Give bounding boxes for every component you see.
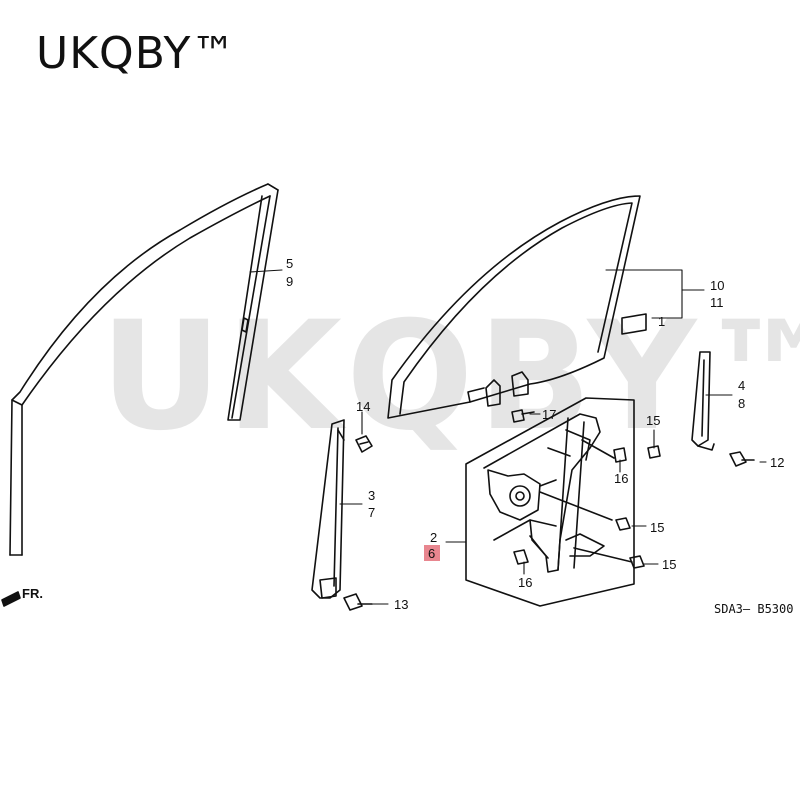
front-marker-text: FR.	[22, 586, 43, 601]
door-sash-channel	[9, 183, 279, 556]
bolt-15b	[615, 517, 631, 531]
bolt-16a	[613, 447, 627, 463]
callout-14: 14	[356, 399, 370, 414]
callout-3: 3	[368, 488, 375, 503]
brand-logo-text: UKQBY™	[36, 28, 237, 79]
callout-16-bottom: 16	[518, 575, 532, 590]
callout-16-top: 16	[614, 471, 628, 486]
callout-7: 7	[368, 505, 375, 520]
bolt-12	[729, 451, 755, 467]
callout-5: 5	[286, 256, 293, 271]
door-glass	[387, 195, 647, 419]
callout-13: 13	[394, 597, 408, 612]
center-channel	[311, 419, 345, 599]
callout-17: 17	[542, 407, 556, 422]
callout-2: 2	[430, 530, 437, 545]
callout-15-top: 15	[646, 413, 660, 428]
callout-4: 4	[738, 378, 745, 393]
front-direction-marker	[1, 591, 21, 607]
bolt-17	[511, 409, 535, 423]
bolt-16b	[513, 549, 529, 565]
bolt-15a	[647, 445, 661, 459]
callout-11: 11	[710, 295, 724, 310]
bolt-15c	[629, 555, 645, 569]
regulator-assembly	[465, 397, 635, 607]
callout-10: 10	[710, 278, 724, 293]
callout-15-middle: 15	[650, 520, 664, 535]
callout-6: 6	[428, 546, 435, 561]
bolt-13	[343, 593, 373, 611]
callout-12: 12	[770, 455, 784, 470]
callout-8: 8	[738, 396, 745, 411]
callout-1: 1	[658, 314, 665, 329]
callout-15-bottom: 15	[662, 557, 676, 572]
rear-run-channel	[691, 351, 715, 451]
callout-9: 9	[286, 274, 293, 289]
highlight-box	[424, 545, 440, 561]
diagram-code: SDA3— B5300	[714, 602, 793, 616]
bolt-14	[355, 435, 373, 453]
